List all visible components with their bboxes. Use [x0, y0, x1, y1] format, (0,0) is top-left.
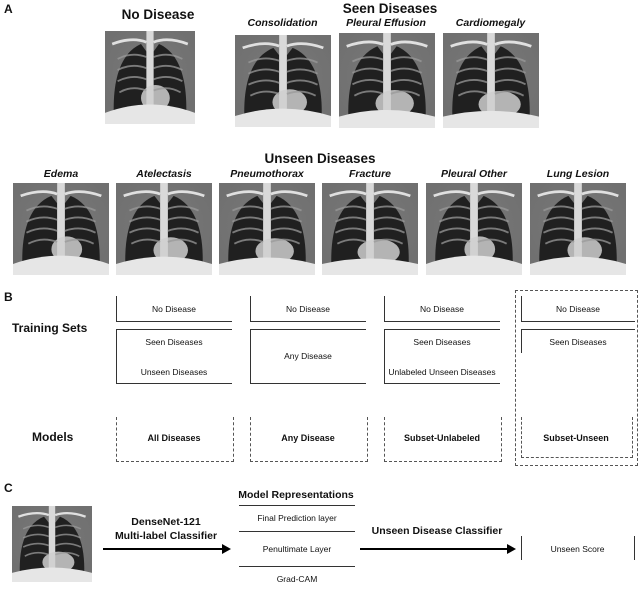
repr-divider: [239, 505, 355, 506]
no-disease-title: No Disease: [121, 7, 195, 22]
col4-divider: [521, 321, 635, 322]
col1-divider: [116, 329, 232, 330]
col2-row-no-disease: No Disease: [286, 304, 330, 314]
col2-row-any-disease: Any Disease: [284, 351, 332, 361]
xray-input: [12, 506, 92, 582]
col4-bracket: [521, 329, 522, 353]
xray-pleural-effusion: [339, 33, 435, 128]
col1-row-no-disease: No Disease: [152, 304, 196, 314]
xray-fracture: [322, 183, 418, 275]
col4-divider: [521, 329, 635, 330]
training-sets-label: Training Sets: [12, 321, 88, 335]
col3-row-unlabeled-unseen: Unlabeled Unseen Diseases: [388, 367, 496, 377]
panel-b-label: B: [4, 290, 13, 304]
col4-row-no-disease: No Disease: [556, 304, 600, 314]
caption-pleural-other: Pleural Other: [441, 168, 507, 180]
xray-atelectasis: [116, 183, 212, 275]
repr-final-prediction: Final Prediction layer: [257, 513, 337, 523]
arrow-to-score: [360, 548, 508, 550]
col2-bracket: [250, 329, 251, 383]
caption-consolidation: Consolidation: [247, 17, 318, 29]
seen-diseases-title: Seen Diseases: [342, 1, 438, 16]
arrow-head-2: [507, 544, 516, 554]
unseen-score: Unseen Score: [550, 544, 605, 554]
col1-row-unseen: Unseen Diseases: [140, 367, 208, 377]
col4-enclosure: [515, 290, 638, 466]
col3-bracket: [384, 296, 385, 321]
col3-divider: [384, 321, 500, 322]
repr-penultimate: Penultimate Layer: [262, 544, 332, 554]
col4-bracket: [521, 296, 522, 321]
panel-c-label: C: [4, 481, 13, 495]
col2-divider: [250, 329, 366, 330]
score-bracket-right: [634, 536, 635, 560]
arrow-head-1: [222, 544, 231, 554]
xray-consolidation: [235, 35, 331, 127]
caption-pleural-effusion: Pleural Effusion: [346, 17, 426, 29]
xray-edema: [13, 183, 109, 275]
col2-divider: [250, 383, 366, 384]
col1-model-box: [116, 417, 234, 462]
model-any-disease: Any Disease: [281, 433, 335, 443]
model-subset-unseen: Subset-Unseen: [543, 433, 609, 443]
caption-edema: Edema: [43, 168, 79, 180]
caption-cardiomegaly: Cardiomegaly: [455, 17, 526, 29]
classifier-name: DenseNet-121: [131, 516, 201, 528]
col3-model-box: [384, 417, 502, 462]
xray-pleural-other: [426, 183, 522, 275]
caption-fracture: Fracture: [348, 168, 391, 180]
col1-bracket: [116, 329, 117, 383]
models-label: Models: [32, 430, 74, 444]
xray-no-disease: [105, 31, 195, 124]
caption-atelectasis: Atelectasis: [136, 168, 192, 180]
unseen-classifier-label: Unseen Disease Classifier: [371, 525, 503, 537]
score-bracket-left: [521, 536, 522, 560]
col1-divider: [116, 383, 232, 384]
representations-title: Model Representations: [238, 489, 354, 501]
col2-model-box: [250, 417, 368, 462]
col3-row-no-disease: No Disease: [420, 304, 464, 314]
col3-divider: [384, 329, 500, 330]
panel-a-label: A: [4, 2, 13, 16]
repr-divider: [239, 566, 355, 567]
xray-pneumothorax: [219, 183, 315, 275]
col3-row-seen: Seen Diseases: [413, 337, 471, 347]
classifier-type: Multi-label Classifier: [114, 530, 218, 542]
col1-row-seen: Seen Diseases: [145, 337, 203, 347]
repr-grad-cam: Grad-CAM: [276, 574, 318, 584]
xray-cardiomegaly: [443, 33, 539, 128]
arrow-to-representations: [103, 548, 223, 550]
caption-lung-lesion: Lung Lesion: [546, 168, 610, 180]
col1-divider: [116, 321, 232, 322]
col4-row-seen: Seen Diseases: [549, 337, 607, 347]
col2-divider: [250, 321, 366, 322]
col4-model-box: [521, 417, 633, 458]
repr-divider: [239, 531, 355, 532]
col1-bracket: [116, 296, 117, 321]
col3-bracket: [384, 329, 385, 383]
col3-divider: [384, 383, 500, 384]
col2-bracket: [250, 296, 251, 321]
model-subset-unlabeled: Subset-Unlabeled: [403, 433, 480, 443]
xray-lung-lesion: [530, 183, 626, 275]
model-all-diseases: All Diseases: [147, 433, 201, 443]
caption-pneumothorax: Pneumothorax: [230, 168, 304, 180]
unseen-diseases-title: Unseen Diseases: [264, 151, 376, 166]
